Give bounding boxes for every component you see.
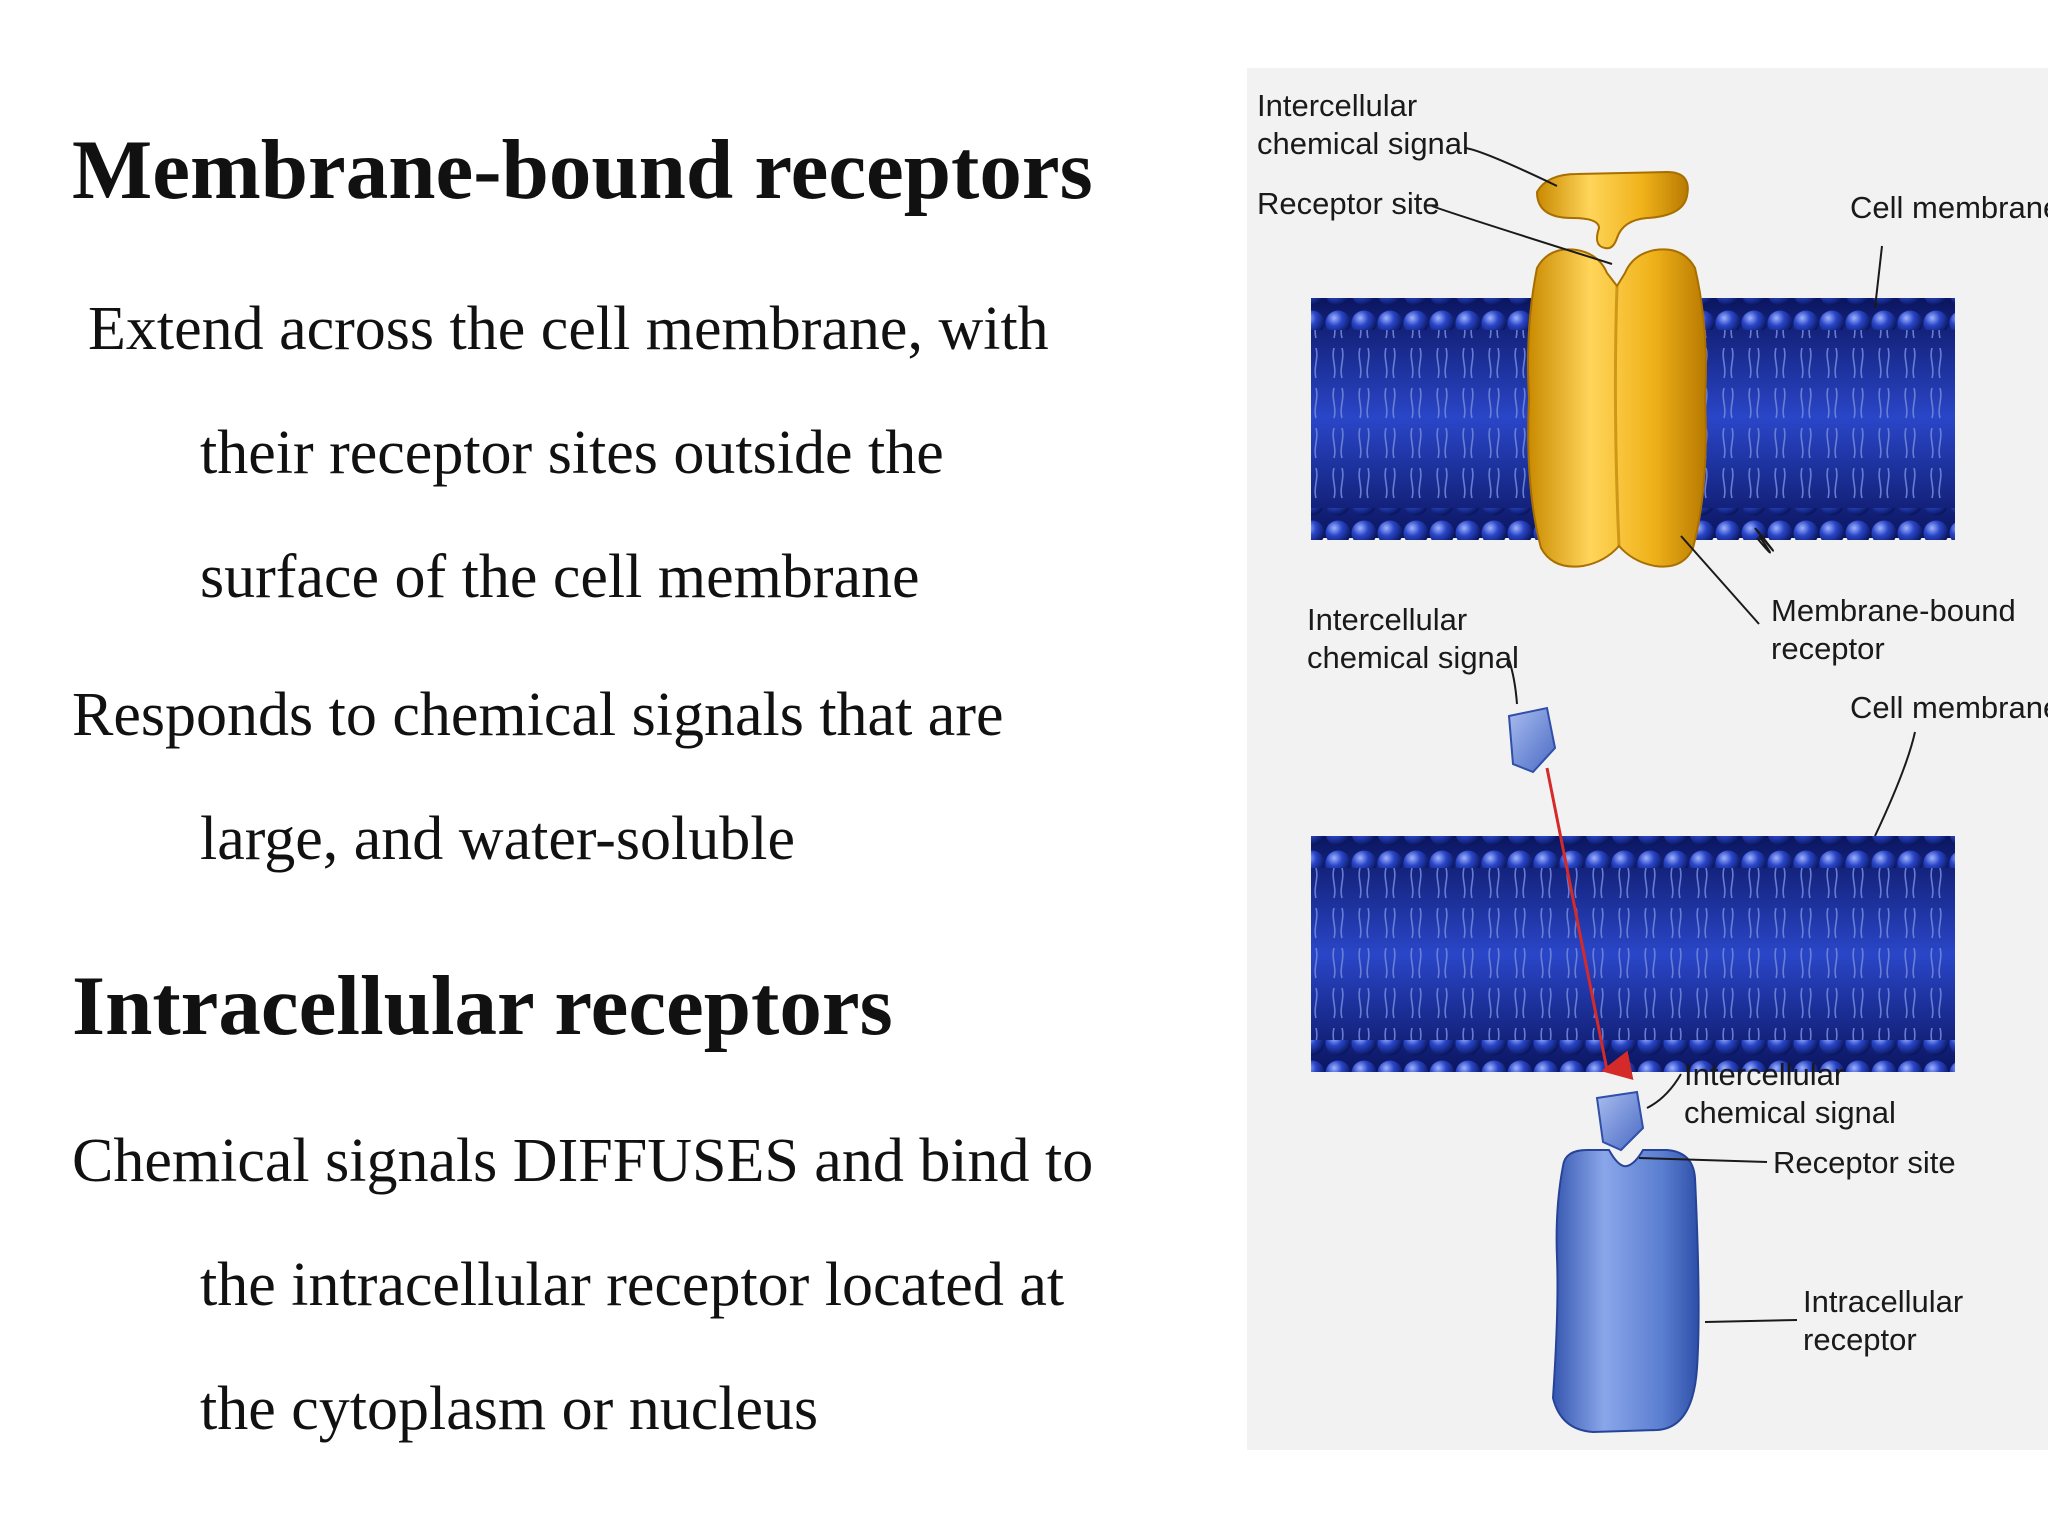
label-bottom-signal-1: Intercellular <box>1307 602 1467 637</box>
bullet-line-4: Responds to chemical signals that are <box>72 681 1004 749</box>
label-bottom-receptor-site: Receptor site <box>1773 1145 1956 1180</box>
label-intracellular-2: receptor <box>1803 1322 1917 1357</box>
diffusion-arrow <box>1545 767 1634 1081</box>
label-top-signal-2: chemical signal <box>1257 126 1469 161</box>
receptor-diagram-svg: Intercellular chemical signal Receptor s… <box>1247 68 2048 1450</box>
heading-intracellular-receptors: Intracellular receptors <box>72 959 893 1053</box>
label-bottom-cell-membrane: Cell membrane <box>1850 690 2048 725</box>
label-top-cell-membrane: Cell membrane <box>1850 190 2048 225</box>
label-inner-signal-1: Intercellular <box>1684 1057 1844 1092</box>
bullet-line-8: the cytoplasm or nucleus <box>200 1375 819 1443</box>
top-leader-lines <box>1431 147 1883 625</box>
label-membrane-bound-2: receptor <box>1771 631 1885 666</box>
bullet-line-1: Extend across the cell membrane, with <box>88 295 1049 363</box>
label-intracellular-1: Intracellular <box>1803 1284 1963 1319</box>
membrane-bound-receptor-shape <box>1527 248 1707 568</box>
intracellular-receptor-shape <box>1551 1149 1700 1434</box>
heading-membrane-bound-receptors: Membrane-bound receptors <box>72 123 1093 217</box>
receptor-diagram: Intercellular chemical signal Receptor s… <box>1247 68 2048 1450</box>
bullet-line-6: Chemical signals DIFFUSES and bind to <box>72 1127 1094 1195</box>
label-bottom-signal-2: chemical signal <box>1307 640 1519 675</box>
label-inner-signal-2: chemical signal <box>1684 1095 1896 1130</box>
bottom-outer-signal-shape <box>1507 706 1557 774</box>
label-top-receptor-site: Receptor site <box>1257 186 1440 221</box>
bottom-leader-lines <box>1508 659 1916 1323</box>
bottom-inner-signal-shape <box>1595 1090 1645 1152</box>
label-membrane-bound-1: Membrane-bound <box>1771 593 2016 628</box>
label-top-signal-1: Intercellular <box>1257 88 1417 123</box>
top-chemical-signal-shape <box>1535 170 1689 250</box>
bullet-line-2: their receptor sites outside the <box>200 419 944 487</box>
bullet-line-5: large, and water-soluble <box>200 805 795 873</box>
bullet-line-3: surface of the cell membrane <box>200 543 920 611</box>
bullet-line-7: the intracellular receptor located at <box>200 1251 1065 1319</box>
bottom-cell-membrane <box>1311 836 1955 1072</box>
